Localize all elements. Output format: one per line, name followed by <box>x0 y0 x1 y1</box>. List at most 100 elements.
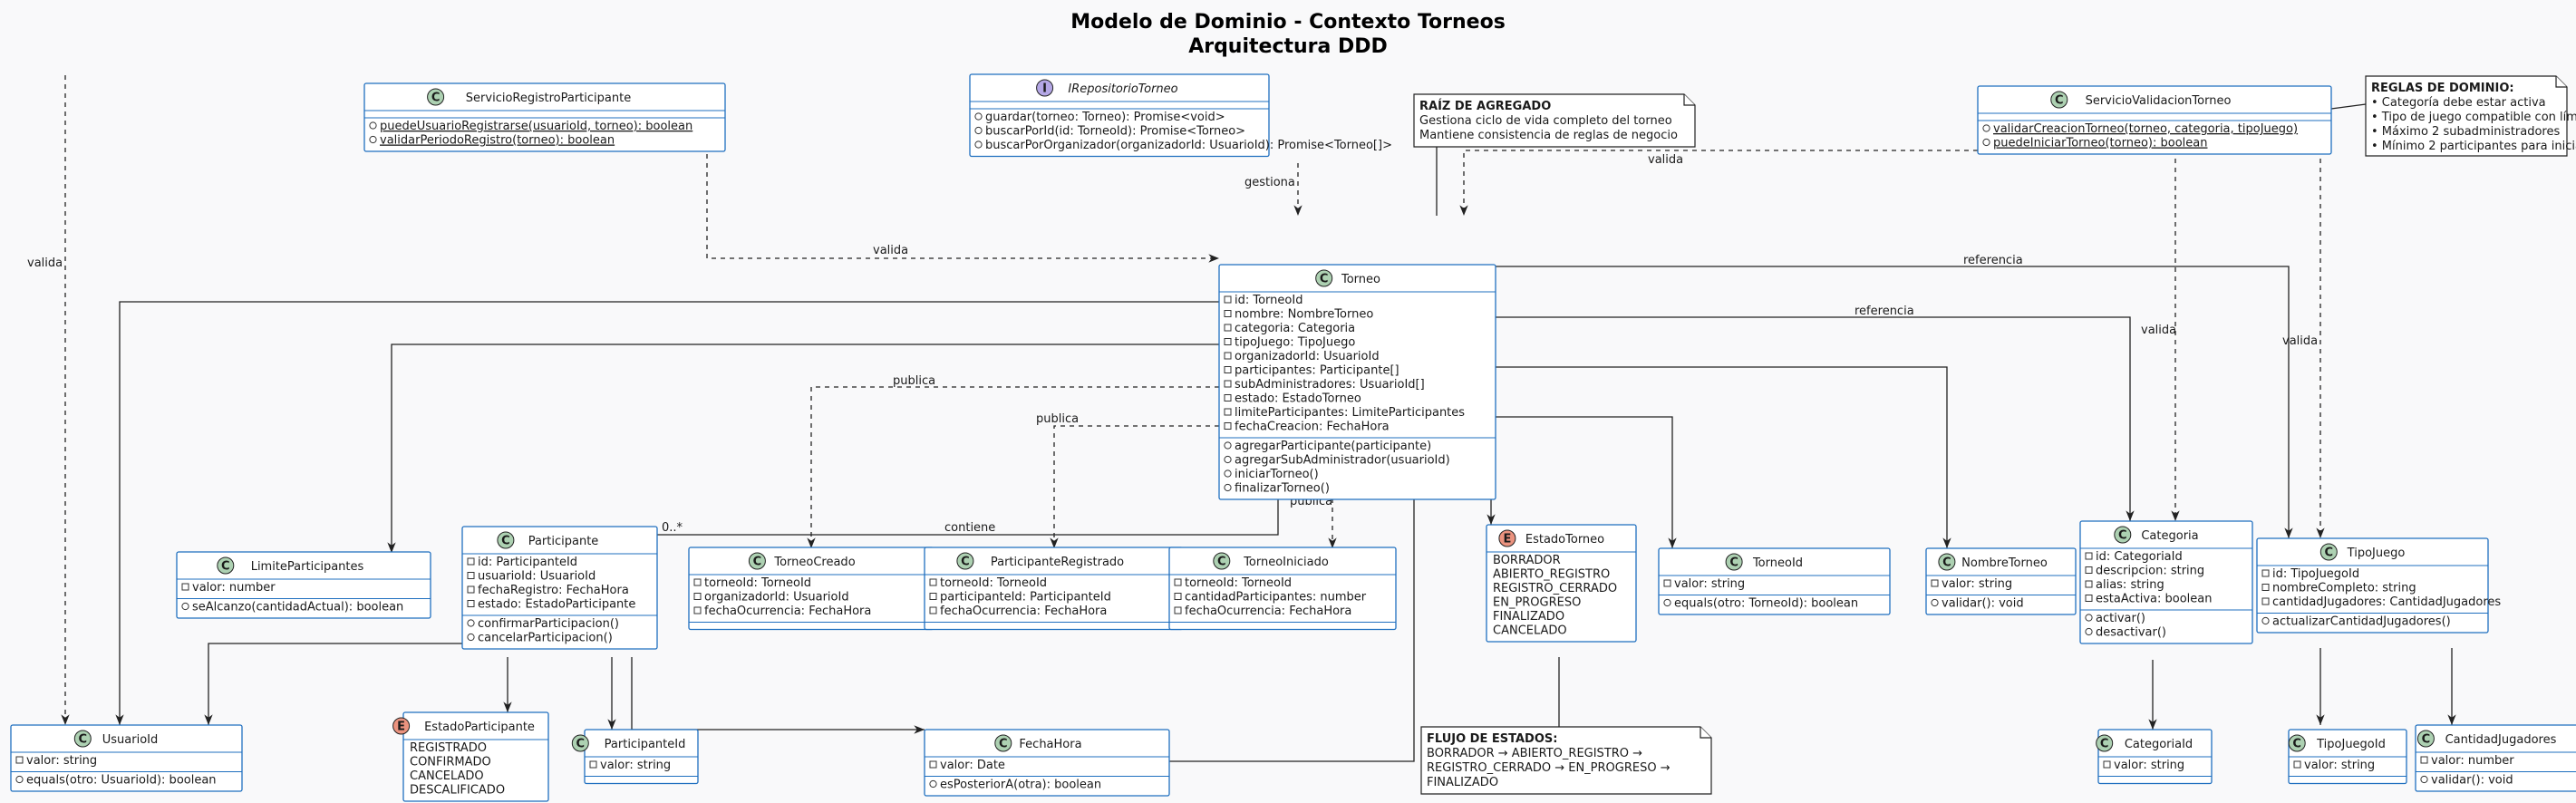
public-visibility-icon <box>467 619 475 627</box>
edge-label-valida-3: valida <box>1648 153 1683 167</box>
public-visibility-icon <box>2420 775 2428 784</box>
class-box-frame <box>176 551 431 619</box>
class-method: agregarSubAdministrador(usuarioId) <box>1235 454 1450 468</box>
public-visibility-icon <box>1224 483 1232 492</box>
stereotype-i-icon <box>1036 79 1054 97</box>
stereotype-letter: C <box>501 535 510 548</box>
class-method: buscarPorOrganizador(organizadorId: Usua… <box>985 139 1392 152</box>
stereotype-letter: C <box>1320 273 1329 286</box>
class-attribute: valor: string <box>2114 759 2184 772</box>
public-visibility-icon <box>2261 616 2270 625</box>
note-flujo-line: REGISTRO_CERRADO → EN_PROGRESO → <box>1427 761 1671 775</box>
private-visibility-icon <box>467 572 475 579</box>
class-box-frame <box>402 711 549 802</box>
private-visibility-icon <box>2085 580 2093 588</box>
private-visibility-icon <box>2293 760 2301 769</box>
class-attribute: id: TipoJuegoId <box>2272 567 2359 581</box>
stereotype-letter: C <box>1217 556 1226 569</box>
class-attribute: valor: string <box>26 754 97 768</box>
public-visibility-icon <box>467 633 475 642</box>
private-visibility-icon <box>1224 310 1232 317</box>
class-name: EstadoTorneo <box>1525 533 1604 547</box>
stereotype-letter: C <box>2100 738 2109 751</box>
private-visibility-icon <box>1224 295 1232 304</box>
stereotype-c-icon <box>1315 269 1333 287</box>
private-visibility-icon <box>467 585 475 594</box>
public-visibility-icon <box>15 775 24 784</box>
class-box-frame <box>1486 524 1637 643</box>
class-attribute: usuarioId: UsuarioId <box>478 570 596 584</box>
class-attribute: organizadorId: UsuarioId <box>704 591 849 605</box>
stereotype-letter: C <box>576 738 586 751</box>
class-box-frame <box>2256 537 2489 634</box>
stereotype-c-icon <box>1938 553 1956 571</box>
note-flujo-line: BORRADOR → ABIERTO_REGISTRO → <box>1427 747 1642 760</box>
class-attribute: cantidadParticipantes: number <box>1185 591 1367 605</box>
private-visibility-icon <box>1931 579 1939 587</box>
class-attribute: fechaOcurrencia: FechaHora <box>1185 605 1351 618</box>
stereotype-c-icon <box>1213 552 1231 570</box>
class-attribute: valor: string <box>1674 577 1745 591</box>
class-method: actualizarCantidadJugadores() <box>2272 615 2451 629</box>
edge-torneo-fechahora <box>1124 471 1415 766</box>
edge-label-publica-2: publica <box>1036 412 1079 426</box>
public-visibility-icon <box>974 126 983 135</box>
class-name: Torneo <box>1341 273 1380 286</box>
class-attribute: organizadorId: UsuarioId <box>1235 350 1380 363</box>
class-name: TorneoCreado <box>773 556 855 569</box>
class-method: seAlcanzo(cantidadActual): boolean <box>192 601 403 614</box>
stereotype-letter: E <box>1503 533 1511 547</box>
public-visibility-icon <box>974 112 983 121</box>
class-box-torneo-iniciado[interactable]: C TorneoIniciado torneoId: TorneoIdcantida… <box>1168 547 1397 631</box>
stereotype-c-icon <box>2050 91 2068 109</box>
class-attribute: torneoId: TorneoId <box>1185 576 1292 590</box>
diagram-title-line1: Modelo de Dominio - Contexto Torneos <box>1070 11 1506 34</box>
note-reglas-line: • Categoría debe estar activa <box>2371 96 2546 110</box>
edge-registro-torneo <box>706 154 1219 263</box>
class-attribute: fechaRegistro: FechaHora <box>478 584 629 597</box>
class-name: ServicioRegistroParticipante <box>466 92 631 105</box>
class-attribute: participantes: Participante[] <box>1235 364 1399 378</box>
stereotype-c-icon <box>748 552 766 570</box>
enum-value: CONFIRMADO <box>410 756 491 769</box>
class-method: finalizarTorneo() <box>1235 482 1330 496</box>
stereotype-c-icon <box>994 734 1012 752</box>
stereotype-c-icon <box>956 552 974 570</box>
note-connector-reglas <box>2330 103 2367 110</box>
class-method: confirmarParticipacion() <box>478 617 619 631</box>
edge-participante-usuarioid <box>204 643 462 725</box>
edge-torneo-participanteregistrado <box>1050 425 1219 548</box>
class-name: TorneoIniciado <box>1243 556 1329 569</box>
private-visibility-icon <box>589 760 597 769</box>
enum-value: EN_PROGRESO <box>1493 596 1581 610</box>
class-name: ServicioValidacionTorneo <box>2086 94 2232 108</box>
private-visibility-icon <box>2420 756 2428 764</box>
private-visibility-icon <box>1224 380 1232 388</box>
edge-label-publica-1: publica <box>893 374 935 388</box>
private-visibility-icon <box>1224 338 1232 345</box>
private-visibility-icon <box>467 557 475 566</box>
class-attribute: tipoJuego: TipoJuego <box>1235 336 1355 350</box>
stereotype-letter: C <box>2292 738 2301 751</box>
